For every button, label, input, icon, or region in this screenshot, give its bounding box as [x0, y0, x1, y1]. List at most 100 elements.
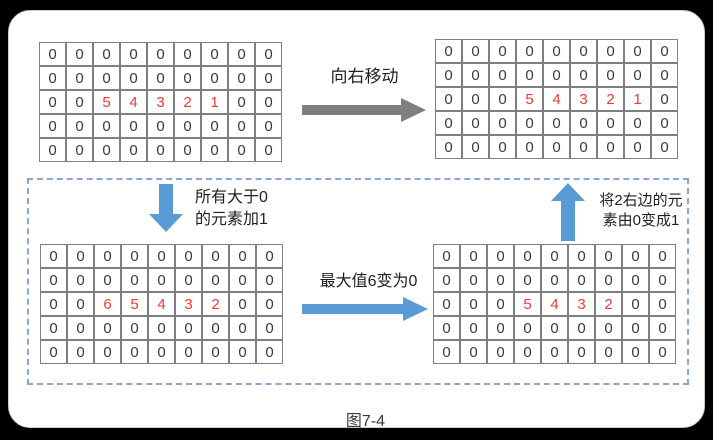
- grid-cell: 0: [174, 114, 201, 138]
- grid-cell: 0: [462, 39, 489, 63]
- grid-cell: 0: [433, 340, 460, 364]
- grid-cell: 0: [487, 292, 514, 316]
- grid-cell: 0: [202, 316, 229, 340]
- grid-cell: 0: [595, 244, 622, 268]
- grid-cell: 5: [516, 87, 543, 111]
- grid-cell: 4: [541, 292, 568, 316]
- grid-cell: 0: [201, 138, 228, 162]
- grid-cell: 5: [121, 292, 148, 316]
- grid-cell: 0: [256, 340, 283, 364]
- grid-cell: 0: [433, 316, 460, 340]
- grid-cell: 1: [201, 90, 228, 114]
- grid-cell: 0: [255, 42, 282, 66]
- grid-cell: 0: [487, 340, 514, 364]
- grid-cell: 0: [597, 63, 624, 87]
- grid-cell: 0: [66, 114, 93, 138]
- grid-cell: 0: [570, 39, 597, 63]
- grid-cell: 0: [40, 340, 67, 364]
- grid-cell: 2: [597, 87, 624, 111]
- grid-cell: 0: [514, 268, 541, 292]
- up-arrow-icon: [551, 183, 585, 241]
- grid-cell: 0: [229, 316, 256, 340]
- grid-cell: 0: [66, 138, 93, 162]
- grid-cell: 0: [649, 268, 676, 292]
- grid-cell: 0: [66, 42, 93, 66]
- grid-cell: 0: [489, 135, 516, 159]
- grid-cell: 0: [175, 316, 202, 340]
- grid-cell: 1: [624, 87, 651, 111]
- grid-cell: 0: [514, 244, 541, 268]
- grid-cell: 0: [516, 111, 543, 135]
- grid-cell: 0: [147, 42, 174, 66]
- down-arrow-icon: [149, 184, 183, 232]
- grid-cell: 0: [597, 135, 624, 159]
- grid-cell: 0: [624, 111, 651, 135]
- grid-cell: 0: [148, 340, 175, 364]
- grid-cell: 0: [597, 111, 624, 135]
- grid-cell: 0: [462, 87, 489, 111]
- grid-cell: 0: [435, 39, 462, 63]
- grid-cell: 0: [256, 292, 283, 316]
- grid-cell: 2: [202, 292, 229, 316]
- grid-cell: 4: [148, 292, 175, 316]
- grid-cell: 0: [462, 135, 489, 159]
- grid-cell: 0: [651, 135, 678, 159]
- grid-cell: 0: [516, 135, 543, 159]
- grid-cell: 3: [147, 90, 174, 114]
- grid-cell: 0: [624, 135, 651, 159]
- grid-cell: 0: [487, 316, 514, 340]
- grid-cell: 0: [229, 268, 256, 292]
- grid-cell: 0: [460, 292, 487, 316]
- grid-cell: 0: [570, 111, 597, 135]
- grid-cell: 0: [174, 42, 201, 66]
- grid-cell: 0: [649, 244, 676, 268]
- label-add-one: 所有大于0 的元素加1: [195, 189, 268, 228]
- grid-cell: 0: [201, 66, 228, 90]
- grid-cell: 0: [94, 268, 121, 292]
- grid-cell: 0: [202, 340, 229, 364]
- grid-cell: 0: [543, 135, 570, 159]
- grid-cell: 0: [174, 66, 201, 90]
- grid-cell: 0: [201, 114, 228, 138]
- grid-cell: 0: [39, 90, 66, 114]
- grid-cell: 0: [121, 268, 148, 292]
- grid-cell: 0: [462, 111, 489, 135]
- grid-cell: 0: [256, 316, 283, 340]
- grid-cell: 0: [622, 340, 649, 364]
- grid-cell: 0: [228, 138, 255, 162]
- grid-cell: 0: [121, 340, 148, 364]
- grid-cell: 0: [147, 114, 174, 138]
- grid-cell: 0: [460, 316, 487, 340]
- grid-cell: 0: [516, 63, 543, 87]
- grid-cell: 0: [40, 268, 67, 292]
- grid-cell: 0: [93, 114, 120, 138]
- grid-cell: 0: [514, 316, 541, 340]
- grid-cell: 0: [433, 292, 460, 316]
- label-max-to-zero: 最大值6变为0: [319, 273, 418, 290]
- grid-cell: 0: [148, 268, 175, 292]
- grid-cell: 0: [121, 316, 148, 340]
- grid-cell: 0: [435, 111, 462, 135]
- grid-cell: 0: [229, 244, 256, 268]
- dashed-highlight-box: [27, 178, 689, 385]
- grid-cell: 0: [120, 42, 147, 66]
- grid-cell: 0: [228, 42, 255, 66]
- grid-cell: 0: [175, 268, 202, 292]
- grid-cell: 0: [595, 316, 622, 340]
- grid-cell: 0: [435, 135, 462, 159]
- grid-cell: 0: [460, 268, 487, 292]
- grid-cell: 0: [622, 268, 649, 292]
- grid-cell: 0: [622, 244, 649, 268]
- grid-cell: 0: [256, 244, 283, 268]
- grid-cell: 0: [121, 244, 148, 268]
- grid-cell: 0: [489, 39, 516, 63]
